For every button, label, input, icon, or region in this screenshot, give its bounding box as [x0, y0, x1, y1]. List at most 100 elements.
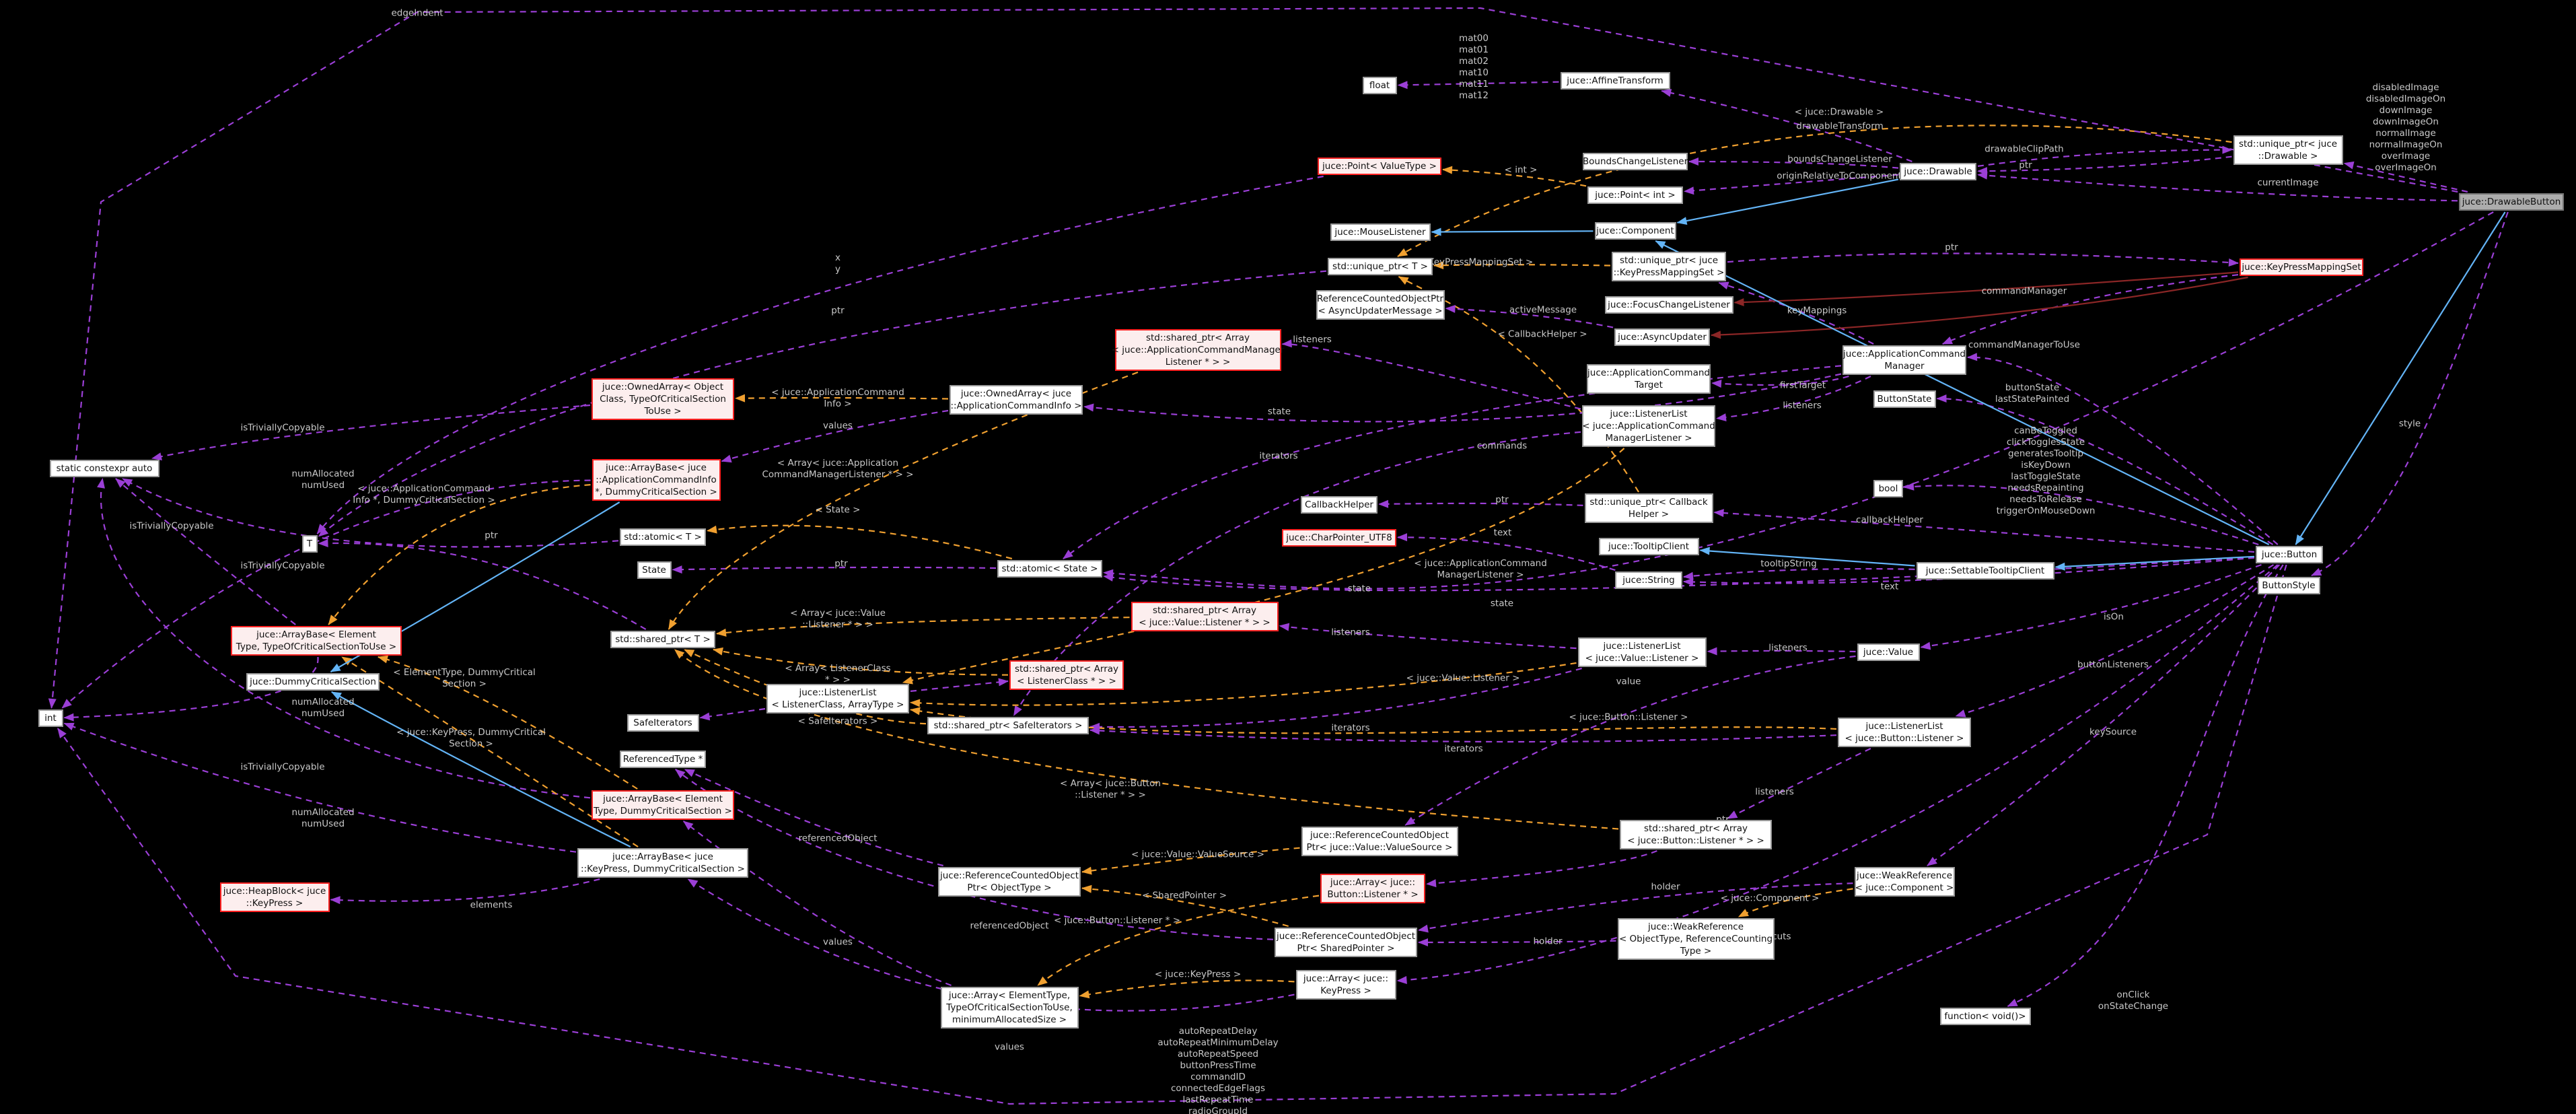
class-node-callbackhelper-box[interactable]: CallbackHelper [1301, 496, 1378, 514]
class-node-T[interactable]: T [301, 535, 318, 553]
class-node-label: < juce::Button::Listener * > > [1627, 835, 1764, 846]
class-node-label: juce::ReferenceCountedObject [939, 870, 1079, 881]
edge-label-line: ptr [831, 305, 845, 316]
class-node-focuschange[interactable]: juce::FocusChangeListener [1604, 296, 1733, 314]
class-node-dummycs[interactable]: juce::DummyCriticalSection [246, 673, 380, 691]
edge-label: referencedObject [970, 921, 1049, 932]
edge-ll-acml-to-sptr-array-acml [1281, 339, 1581, 410]
class-node-uptr-drawable[interactable]: std::unique_ptr< juce::Drawable > [2233, 135, 2343, 165]
class-node-ll-generic[interactable]: juce::ListenerList< ListenerClass, Array… [766, 684, 909, 713]
edge-label: callbackHelper [1856, 515, 1923, 526]
class-node-sptr-array-btn[interactable]: std::shared_ptr< Array< juce::Button::Li… [1620, 820, 1772, 849]
edge-label-line: values [823, 420, 853, 431]
class-node-safeiterators[interactable]: SafeIterators [627, 714, 699, 732]
class-node-label: juce::AsyncUpdater [1618, 332, 1707, 343]
class-node-int[interactable]: int [38, 709, 63, 727]
class-node-sptr-array-lc[interactable]: std::shared_ptr< Array< ListenerClass * … [1009, 660, 1124, 690]
class-node-ll-button-listener[interactable]: juce::ListenerList< juce::Button::Listen… [1838, 718, 1971, 747]
class-node-array-keypress[interactable]: juce::Array< juce::KeyPress > [1295, 970, 1396, 1000]
class-node-float[interactable]: float [1362, 77, 1397, 94]
edge-label: values [995, 1042, 1024, 1053]
edge-label-line: iterators [1259, 450, 1298, 462]
class-node-kpms[interactable]: juce::KeyPressMappingSet [2240, 258, 2363, 276]
edge-label: < SharedPointer > [1142, 891, 1227, 902]
class-node-boundschange[interactable]: BoundsChangeListener [1583, 153, 1688, 170]
class-node-ownedarray-aci[interactable]: juce::OwnedArray< juce::ApplicationComma… [950, 385, 1083, 415]
edge-label-line: text [1493, 527, 1512, 538]
class-node-referencedtype[interactable]: ReferencedType * [620, 751, 706, 768]
edge-drawable-to-uptr-drawable [1977, 145, 2233, 167]
edge-sptr-array-acml-to-sptr-t [668, 371, 1139, 630]
class-node-asyncupdater[interactable]: juce::AsyncUpdater [1614, 328, 1710, 346]
class-node-charpointer[interactable]: juce::CharPointer_UTF8 [1282, 529, 1396, 547]
edge-label-line: < State > [815, 504, 861, 516]
class-node-array-btnl-red[interactable]: juce::Array< juce::Button::Listener * > [1320, 874, 1425, 903]
edge-label: style [2399, 419, 2421, 430]
class-node-array-etcsmas[interactable]: juce::Array< ElementType,TypeOfCriticalS… [940, 987, 1079, 1029]
class-node-arraybase-kpdcs[interactable]: juce::ArrayBase< juce::KeyPress, DummyCr… [577, 848, 748, 878]
class-node-atomic-state[interactable]: std::atomic< State > [997, 560, 1102, 578]
class-node-label: std::unique_ptr< Callback [1589, 497, 1708, 508]
edge-label: isTriviallyCopyable [130, 521, 214, 532]
edge-settabletooltip-to-tooltipclient [1699, 547, 1915, 567]
class-node-function-void[interactable]: function< void()> [1939, 1008, 2031, 1025]
class-node-drawable[interactable]: juce::Drawable [1900, 163, 1976, 180]
class-node-static-auto[interactable]: static constexpr auto [49, 460, 159, 477]
edge-label-line: needsToRelease [2009, 494, 2082, 505]
class-node-sptr-safeiters[interactable]: std::shared_ptr< SafeIterators > [927, 717, 1089, 734]
edge-label: values [823, 421, 853, 432]
class-node-state-box[interactable]: State [637, 561, 672, 579]
class-node-drawablebutton[interactable]: juce::DrawableButton [2459, 193, 2564, 211]
edge-ownedarray-oc-to-static-auto [151, 404, 591, 460]
edge-label-line: < ElementType, DummyCritical [393, 667, 536, 678]
edge-label-line: < juce::Button::Listener > [1569, 711, 1688, 723]
class-node-sptr-array-vl[interactable]: std::shared_ptr< Array< juce::Value::Lis… [1131, 602, 1279, 631]
edge-label-line: commandManager [1981, 285, 2067, 297]
class-node-label: juce::ListenerList [1603, 641, 1681, 652]
class-node-ll-value-listener[interactable]: juce::ListenerList< juce::Value::Listene… [1577, 637, 1707, 667]
class-node-point-int[interactable]: juce::Point< int > [1587, 186, 1683, 204]
class-node-weakref-component[interactable]: juce::WeakReference< juce::Component > [1854, 867, 1955, 897]
class-node-settabletooltip[interactable]: juce::SettableTooltipClient [1916, 562, 2054, 580]
edge-label: holder [1534, 936, 1563, 948]
edge-label-line: ptr [1495, 494, 1509, 506]
edge-label-line: < Array< juce::Button [1060, 778, 1161, 789]
class-node-uptr-t[interactable]: std::unique_ptr< T > [1328, 258, 1433, 275]
class-node-bool[interactable]: bool [1873, 480, 1903, 497]
class-node-string[interactable]: juce::String [1615, 571, 1682, 589]
class-node-uptr-kpms[interactable]: std::unique_ptr< juce::KeyPressMappingSe… [1612, 252, 1726, 281]
class-node-buttonstate-box[interactable]: ButtonState [1873, 390, 1936, 408]
edge-label-line: clickTogglesState [2006, 437, 2085, 448]
class-node-affine[interactable]: juce::AffineTransform [1560, 72, 1670, 90]
class-node-ll-acml[interactable]: juce::ListenerList< juce::ApplicationCom… [1582, 405, 1715, 447]
class-node-sptr-array-acml[interactable]: std::shared_ptr< Array< juce::Applicatio… [1112, 329, 1284, 371]
class-node-atomic-t[interactable]: std::atomic< T > [620, 528, 706, 546]
class-node-mouselistener[interactable]: juce::MouseListener [1330, 223, 1431, 241]
class-node-point-valuetype[interactable]: juce::Point< ValueType > [1318, 158, 1441, 175]
edge-label-line: normalImage [2375, 128, 2436, 139]
class-node-juce-value[interactable]: juce::Value [1857, 643, 1920, 661]
class-node-heapblock[interactable]: juce::HeapBlock< juce::KeyPress > [219, 882, 330, 912]
edge-array-keypress-to-array-etcsmas [1079, 979, 1295, 999]
edge-label-line: state [1267, 406, 1291, 417]
class-node-buttonstyle[interactable]: ButtonStyle [2257, 577, 2320, 594]
class-node-arraybase-aci[interactable]: juce::ArrayBase< juce::ApplicationComman… [592, 459, 721, 501]
class-node-weakref-ort[interactable]: juce::WeakReference< ObjectType, Referen… [1617, 918, 1775, 960]
class-node-rcop-asyncmsg[interactable]: ReferenceCountedObjectPtr< AsyncUpdaterM… [1316, 290, 1445, 320]
class-node-sptr-t[interactable]: std::shared_ptr< T > [610, 631, 715, 648]
edge-label: commandManagerToUse [1968, 340, 2080, 351]
class-node-tooltipclient[interactable]: juce::TooltipClient [1598, 538, 1699, 555]
edge-label-line: Section > [449, 738, 493, 749]
class-node-button[interactable]: juce::Button [2256, 546, 2323, 563]
class-node-component[interactable]: juce::Component [1594, 222, 1676, 240]
